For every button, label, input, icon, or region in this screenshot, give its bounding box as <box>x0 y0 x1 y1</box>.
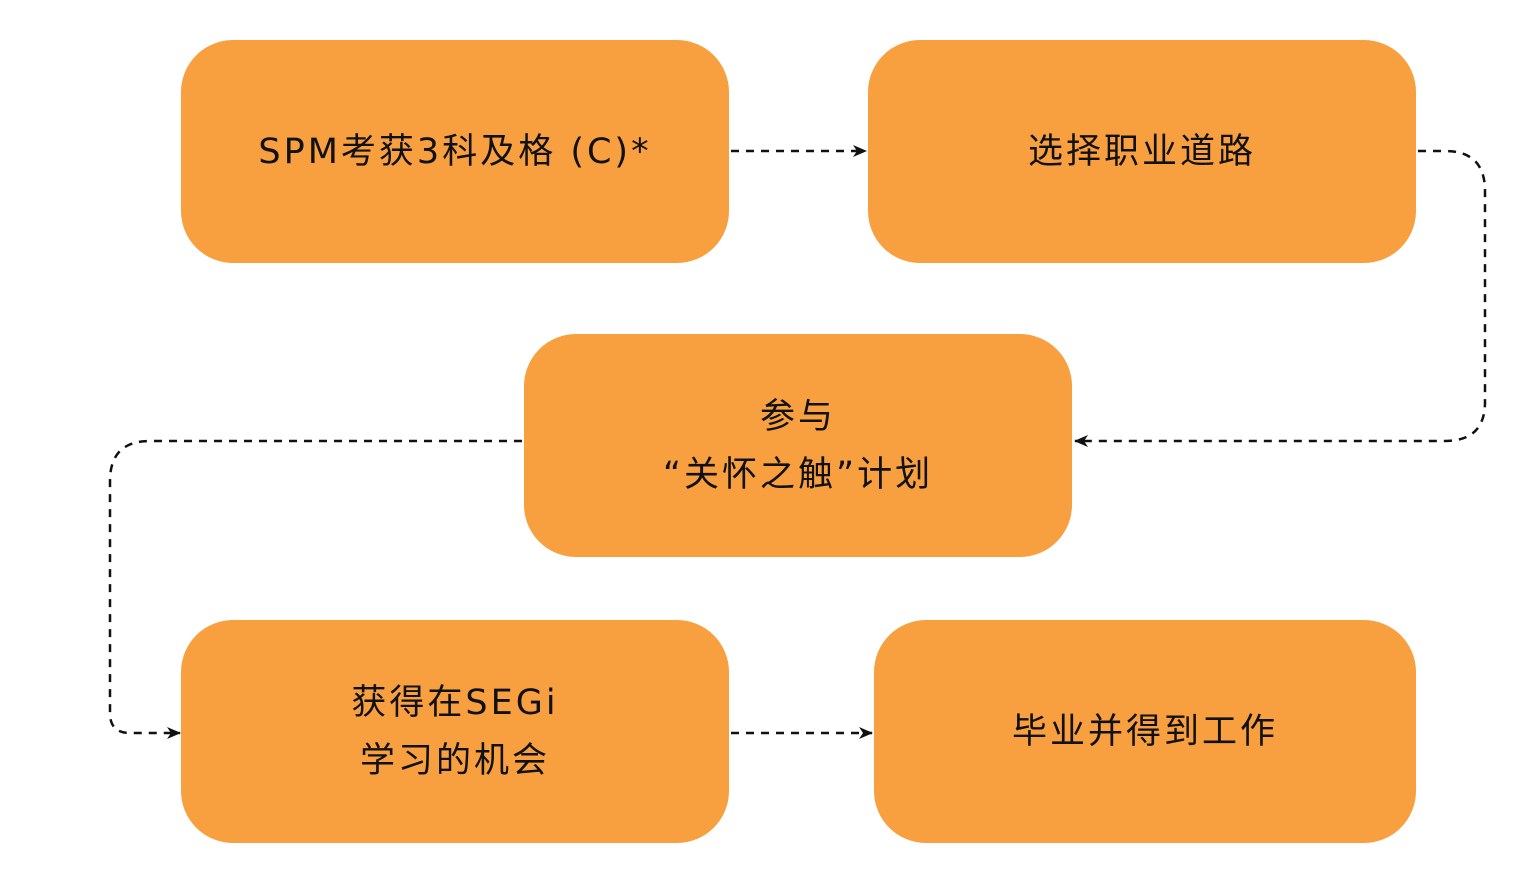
flow-node-spm-result: SPM考获3科及格 (C)* <box>181 40 729 263</box>
flow-node-career-path: 选择职业道路 <box>868 40 1416 263</box>
node-label: SPM考获3科及格 (C)* <box>258 131 652 172</box>
connector-3-to-4 <box>108 439 522 739</box>
flow-node-graduate-job: 毕业并得到工作 <box>874 620 1416 843</box>
node-label-line-1: 获得在SEGi <box>351 682 559 723</box>
flow-node-program: 参与 “关怀之触”计划 <box>524 334 1072 557</box>
node-label: 选择职业道路 <box>1027 131 1256 172</box>
flow-node-study-opportunity: 获得在SEGi 学习的机会 <box>181 620 729 843</box>
node-label-line-1: 参与 <box>759 396 836 437</box>
node-label: 毕业并得到工作 <box>1011 711 1278 752</box>
node-label-line-2: “关怀之触”计划 <box>662 454 934 495</box>
connector-2-to-3 <box>1074 149 1487 447</box>
node-label-line-2: 学习的机会 <box>359 740 550 781</box>
